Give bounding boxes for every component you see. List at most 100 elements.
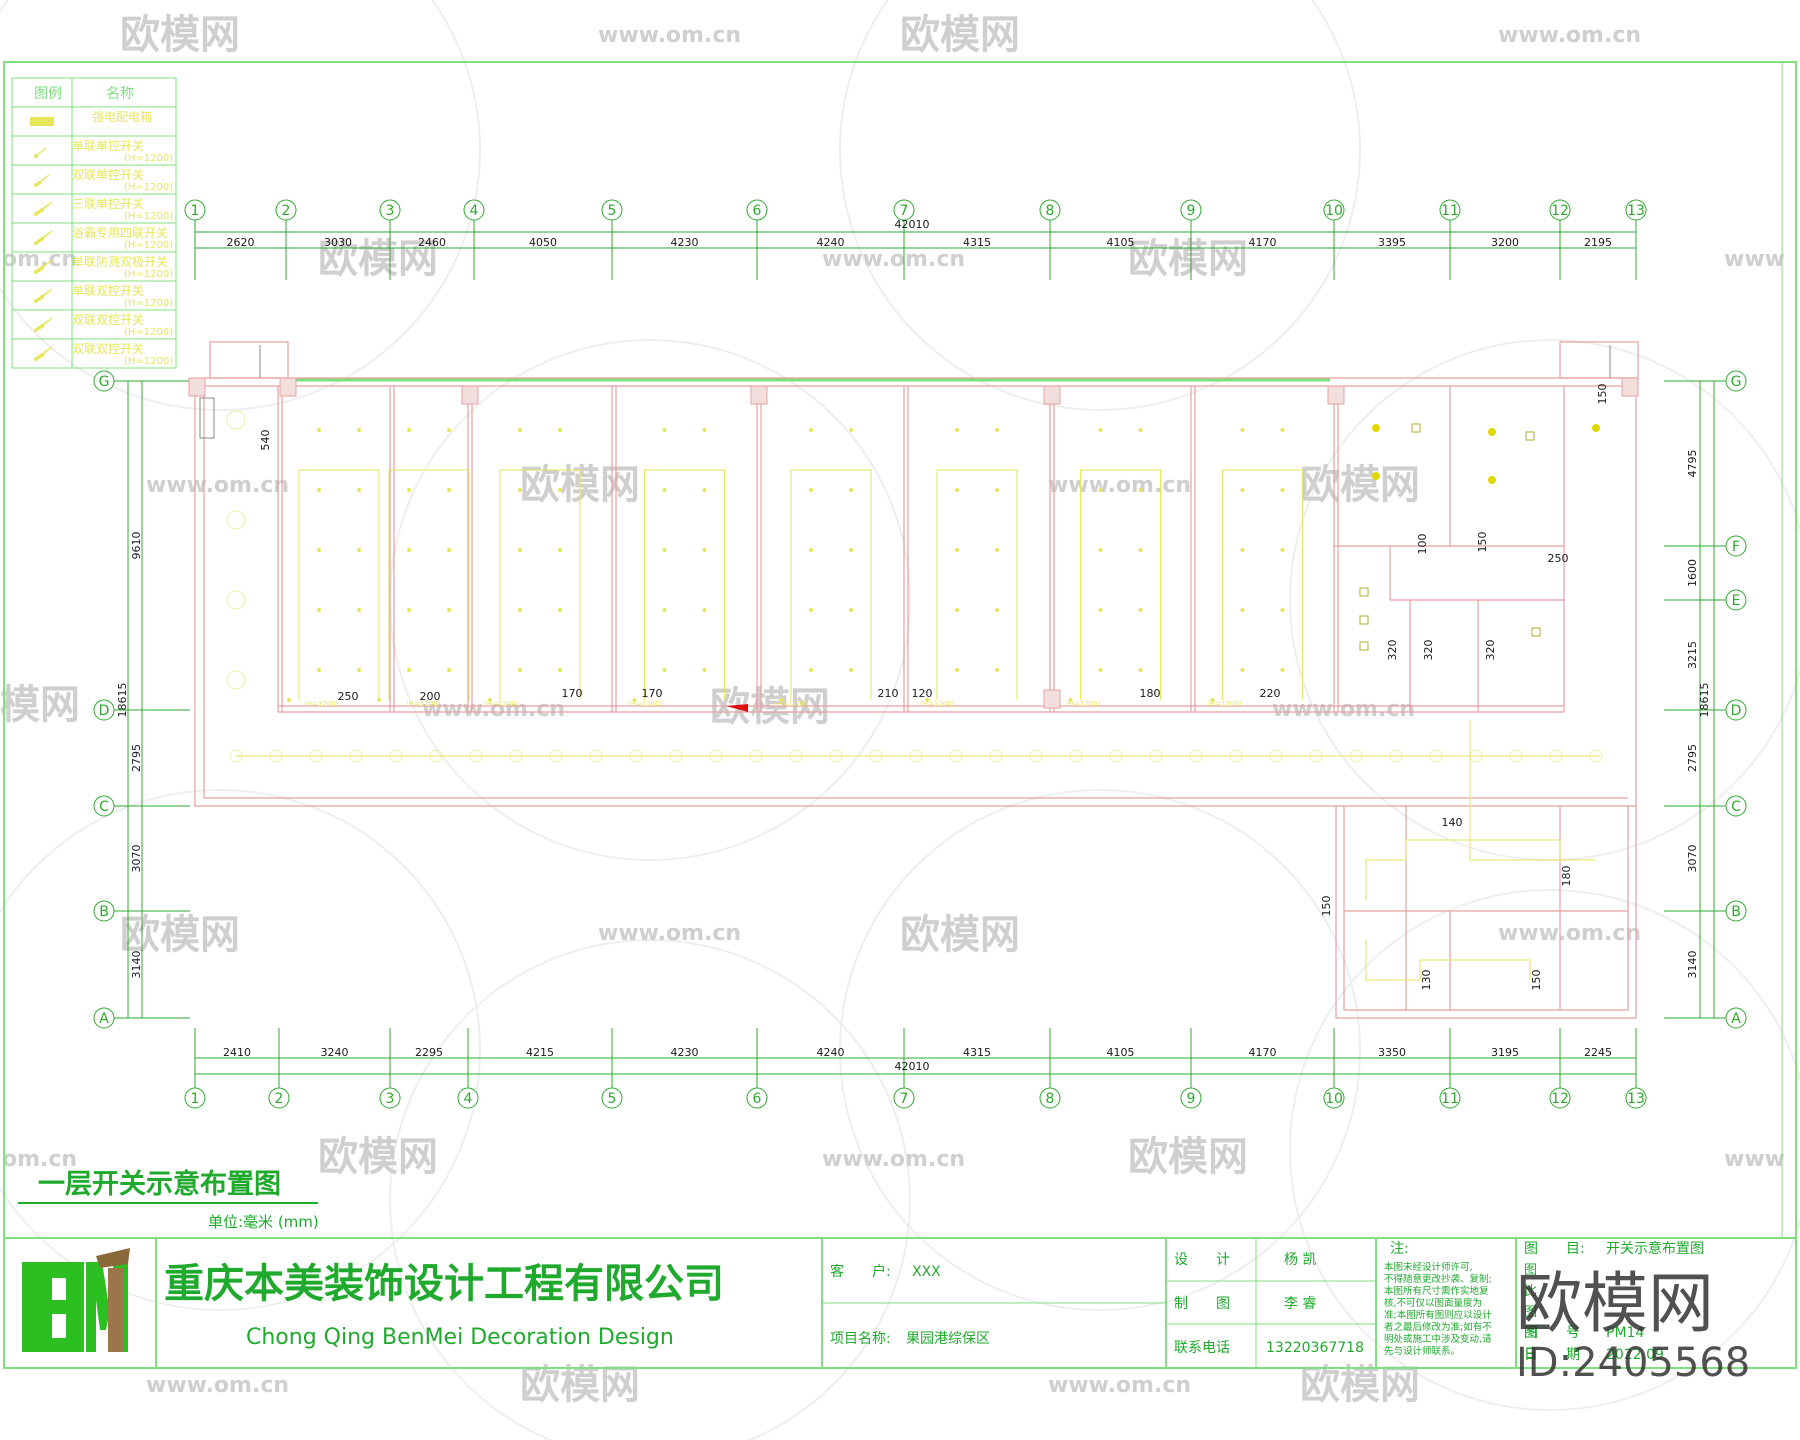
light-point bbox=[558, 428, 562, 432]
room-dimension: 150 bbox=[1476, 532, 1489, 553]
title-block: 重庆本美装饰设计工程有限公司 Chong Qing BenMei Decorat… bbox=[3, 1237, 1797, 1369]
light-point bbox=[447, 428, 451, 432]
axis-label-bottom: 4 bbox=[464, 1091, 473, 1107]
drawing-name-label: 图 目: bbox=[1524, 1241, 1585, 1257]
light-point bbox=[995, 608, 999, 612]
axis-label-bottom: 8 bbox=[1046, 1091, 1055, 1107]
axis-label-bottom: 9 bbox=[1187, 1091, 1196, 1107]
exhaust-fan bbox=[1359, 615, 1369, 625]
light-point bbox=[407, 488, 411, 492]
switch-layout: (H=1200)(H=1200)(H=1200)(H=1200)(H=1200)… bbox=[226, 384, 1609, 991]
light-point bbox=[447, 608, 451, 612]
structural-column bbox=[279, 377, 297, 397]
room-dimension: 170 bbox=[562, 687, 583, 700]
room-dimension: 150 bbox=[1320, 896, 1333, 917]
watermark-url: www.om.cn bbox=[1498, 921, 1641, 946]
floor-plan bbox=[188, 341, 1639, 1019]
light-point bbox=[357, 488, 361, 492]
dimension-total-left: 18615 bbox=[116, 683, 129, 718]
switch-circuit bbox=[298, 469, 380, 700]
dimension-left: 2795 bbox=[130, 744, 143, 772]
legend-item-name: 单联单控开关 bbox=[72, 139, 144, 153]
light-point bbox=[447, 488, 451, 492]
light-point bbox=[447, 668, 451, 672]
light-point bbox=[1280, 548, 1285, 552]
notes-line: 不得随意更改抄袭、复制; bbox=[1384, 1273, 1492, 1285]
light-point bbox=[1138, 488, 1143, 492]
room-dimension: 150 bbox=[1596, 384, 1609, 405]
light-point bbox=[809, 548, 813, 552]
distribution-panel bbox=[199, 397, 215, 439]
dimension-bottom: 2410 bbox=[223, 1046, 251, 1059]
axis-label-right: E bbox=[1732, 593, 1741, 609]
axis-label-top: 5 bbox=[608, 203, 617, 219]
axis-label-top: 3 bbox=[386, 203, 395, 219]
light-point bbox=[955, 608, 959, 612]
project-label: 项目名称: bbox=[830, 1331, 891, 1347]
watermark-circle bbox=[839, 789, 1361, 1311]
light-point bbox=[702, 488, 707, 492]
dimension-top: 2620 bbox=[227, 236, 255, 249]
structural-column bbox=[461, 385, 479, 405]
switch-lever-icon bbox=[35, 147, 47, 157]
ceiling-light bbox=[1488, 476, 1496, 484]
height-tag: (H=1200) bbox=[920, 700, 955, 708]
watermark-brand: 欧模网 bbox=[520, 1362, 640, 1408]
phone-label: 联系电话 bbox=[1174, 1340, 1230, 1356]
dimension-right: 4795 bbox=[1686, 450, 1699, 478]
light-point bbox=[357, 668, 361, 672]
axis-label-top: 9 bbox=[1187, 203, 1196, 219]
drafter-label: 制 图 bbox=[1174, 1296, 1230, 1312]
axis-label-bottom: 6 bbox=[753, 1091, 762, 1107]
notes-text: 本图未经设计师许可,不得随意更改抄袭、复制;本图所有尺寸需作实地复核,不可仅以图… bbox=[1384, 1261, 1492, 1357]
watermark-circle bbox=[1289, 889, 1800, 1411]
watermark-url: www.om.cn bbox=[822, 247, 965, 272]
title-block-label: 图 bbox=[1524, 1326, 1537, 1341]
dimension-bottom: 4215 bbox=[526, 1046, 554, 1059]
ceiling-light bbox=[1372, 424, 1380, 432]
legend-table: 图例名称强电配电箱单联单控开关(H=1200)双联单控开关(H=1200)三联单… bbox=[11, 77, 177, 369]
watermark-url: www.om.cn bbox=[598, 23, 741, 48]
light-point bbox=[1098, 608, 1103, 612]
axis-label-right: G bbox=[1731, 374, 1742, 390]
dimension-bottom: 4240 bbox=[817, 1046, 845, 1059]
switch-circuit bbox=[1469, 720, 1596, 861]
dimension-right: 3070 bbox=[1686, 845, 1699, 873]
legend-header-name: 名称 bbox=[106, 86, 134, 102]
watermark-brand: 欧模网 bbox=[900, 12, 1020, 58]
dimension-left: 9610 bbox=[130, 532, 143, 560]
light-point bbox=[518, 488, 522, 492]
legend-item-name: 单联双控开关 bbox=[72, 284, 144, 298]
light-point bbox=[662, 548, 667, 552]
legend-item-name: 三联单控开关 bbox=[72, 197, 144, 211]
axis-label-top: 12 bbox=[1551, 203, 1569, 219]
exterior-wall bbox=[194, 377, 1637, 807]
legend-item-height: (H=1200) bbox=[124, 182, 173, 193]
switch-circuit bbox=[936, 469, 1018, 700]
watermark-brand: 欧模网 bbox=[318, 1134, 438, 1180]
switch-point bbox=[632, 698, 637, 702]
light-point bbox=[995, 548, 999, 552]
dimension-top: 4050 bbox=[529, 236, 557, 249]
room-dimension: 150 bbox=[1530, 970, 1543, 991]
axis-label-bottom: 10 bbox=[1325, 1091, 1343, 1107]
light-point bbox=[662, 608, 667, 612]
dimension-right: 2795 bbox=[1686, 744, 1699, 772]
dimension-bottom: 3240 bbox=[321, 1046, 349, 1059]
entrance-marker bbox=[726, 704, 748, 712]
light-point bbox=[1280, 668, 1285, 672]
switch-circuit bbox=[499, 469, 581, 700]
legend-item-height: (H=1200) bbox=[124, 153, 173, 164]
dimension-total-right: 18615 bbox=[1698, 683, 1711, 718]
axis-label-top: 11 bbox=[1441, 203, 1459, 219]
room-dimension: 140 bbox=[1442, 816, 1463, 829]
ceiling-light bbox=[1592, 424, 1600, 432]
company-logo bbox=[22, 1248, 130, 1352]
notes-line: 明处或施工中涉及变动,请 bbox=[1384, 1333, 1492, 1345]
light-point bbox=[407, 428, 411, 432]
light-point bbox=[317, 428, 321, 432]
exhaust-fan bbox=[1359, 587, 1369, 597]
axis-label-top: 4 bbox=[470, 203, 479, 219]
